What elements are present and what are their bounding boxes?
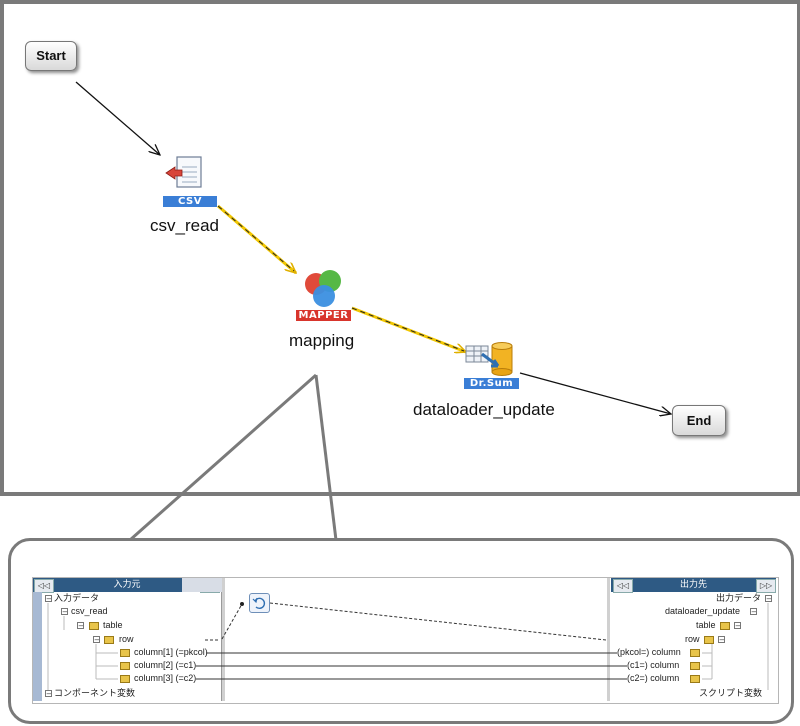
tree-input-row: row — [119, 634, 134, 644]
column-icon — [120, 649, 130, 657]
edge-csv-mapper-dash — [217, 205, 295, 272]
tree-input-root: 入力データ — [54, 593, 100, 603]
tree-toggle-target[interactable]: − — [750, 608, 757, 616]
csv-badge: CSV — [163, 196, 217, 207]
tree-input-source: csv_read — [71, 606, 108, 616]
function-anchor — [240, 602, 244, 606]
drsum-db-icon — [465, 342, 513, 376]
end-node[interactable]: End — [672, 405, 726, 436]
tree-output-column-3[interactable]: (c2=) column — [627, 673, 680, 683]
column-icon — [120, 675, 130, 683]
tree-toggle-table[interactable]: − — [77, 622, 84, 630]
csv-read-node[interactable]: CSV — [163, 155, 217, 210]
output-expand-button[interactable]: ▷▷ — [756, 579, 776, 593]
tree-output-row: row — [685, 634, 700, 644]
table-folder-icon — [89, 622, 99, 630]
tree-component-vars: コンポーネント変数 — [54, 688, 136, 698]
edge-start-csv[interactable] — [75, 81, 160, 155]
dataloader-update-node[interactable]: Dr.Sum — [464, 340, 519, 392]
input-collapse-button[interactable]: ◁◁ — [34, 579, 54, 593]
edge-dr-end[interactable] — [519, 372, 671, 414]
output-pane-header: 出力先 — [611, 578, 776, 592]
tree-input-column-2[interactable]: column[2] (=c1) — [134, 660, 197, 670]
tree-output-column-1[interactable]: (pkcol=) column — [617, 647, 681, 657]
tree-toggle-row[interactable]: − — [93, 636, 100, 644]
mapping-label: mapping — [289, 331, 355, 350]
dataloader-update-label: dataloader_update — [413, 400, 555, 419]
tree-toggle-component-vars[interactable]: − — [45, 690, 52, 698]
input-pane-header: 入力元 — [33, 578, 221, 592]
mapping-node[interactable]: MAPPER — [296, 268, 351, 324]
tree-toggle-output-root[interactable]: − — [765, 595, 772, 603]
function-to-output-row-line[interactable] — [269, 602, 607, 641]
tree-input-column-3[interactable]: column[3] (=c2) — [134, 673, 197, 683]
row-to-function-line[interactable] — [221, 603, 243, 640]
tree-output-root: 出力データ — [716, 593, 762, 603]
tree-output-column-2[interactable]: (c1=) column — [627, 660, 680, 670]
csv-read-label: csv_read — [150, 216, 219, 235]
csv-file-icon — [165, 156, 202, 188]
column-icon — [690, 662, 700, 670]
tree-toggle-input-root[interactable]: − — [45, 595, 52, 603]
table-folder-icon — [720, 622, 730, 630]
start-node[interactable]: Start — [25, 41, 77, 71]
drsum-badge: Dr.Sum — [464, 378, 519, 389]
row-folder-icon — [104, 636, 114, 644]
tree-input-table: table — [103, 620, 123, 630]
row-folder-icon — [704, 636, 714, 644]
column-icon — [690, 675, 700, 683]
tree-output-target: dataloader_update — [665, 606, 741, 616]
mapper-circles-icon — [305, 270, 341, 307]
refresh-icon — [252, 597, 266, 610]
input-header-gap — [182, 578, 222, 592]
edge-mapper-dr-dash — [351, 307, 465, 352]
tree-output-table: table — [696, 620, 716, 630]
output-collapse-button[interactable]: ◁◁ — [613, 579, 633, 593]
column-icon — [120, 662, 130, 670]
mapping-area — [222, 578, 610, 701]
tree-input-column-1[interactable]: column[1] (=pkcol) — [134, 647, 208, 657]
callout-line-right — [314, 374, 338, 541]
input-scrollbar[interactable] — [33, 592, 42, 701]
mapper-badge: MAPPER — [296, 310, 351, 321]
callout-line-left — [129, 373, 317, 542]
tree-toggle-csv[interactable]: − — [61, 608, 68, 616]
tree-toggle-output-row[interactable]: − — [718, 636, 725, 644]
column-icon — [690, 649, 700, 657]
input-header-label: 入力元 — [113, 580, 141, 590]
tree-toggle-output-table[interactable]: − — [734, 622, 741, 630]
output-header-label: 出力先 — [679, 580, 707, 590]
tree-script-vars: スクリプト変数 — [699, 688, 763, 698]
conversion-function-node[interactable] — [249, 593, 270, 613]
